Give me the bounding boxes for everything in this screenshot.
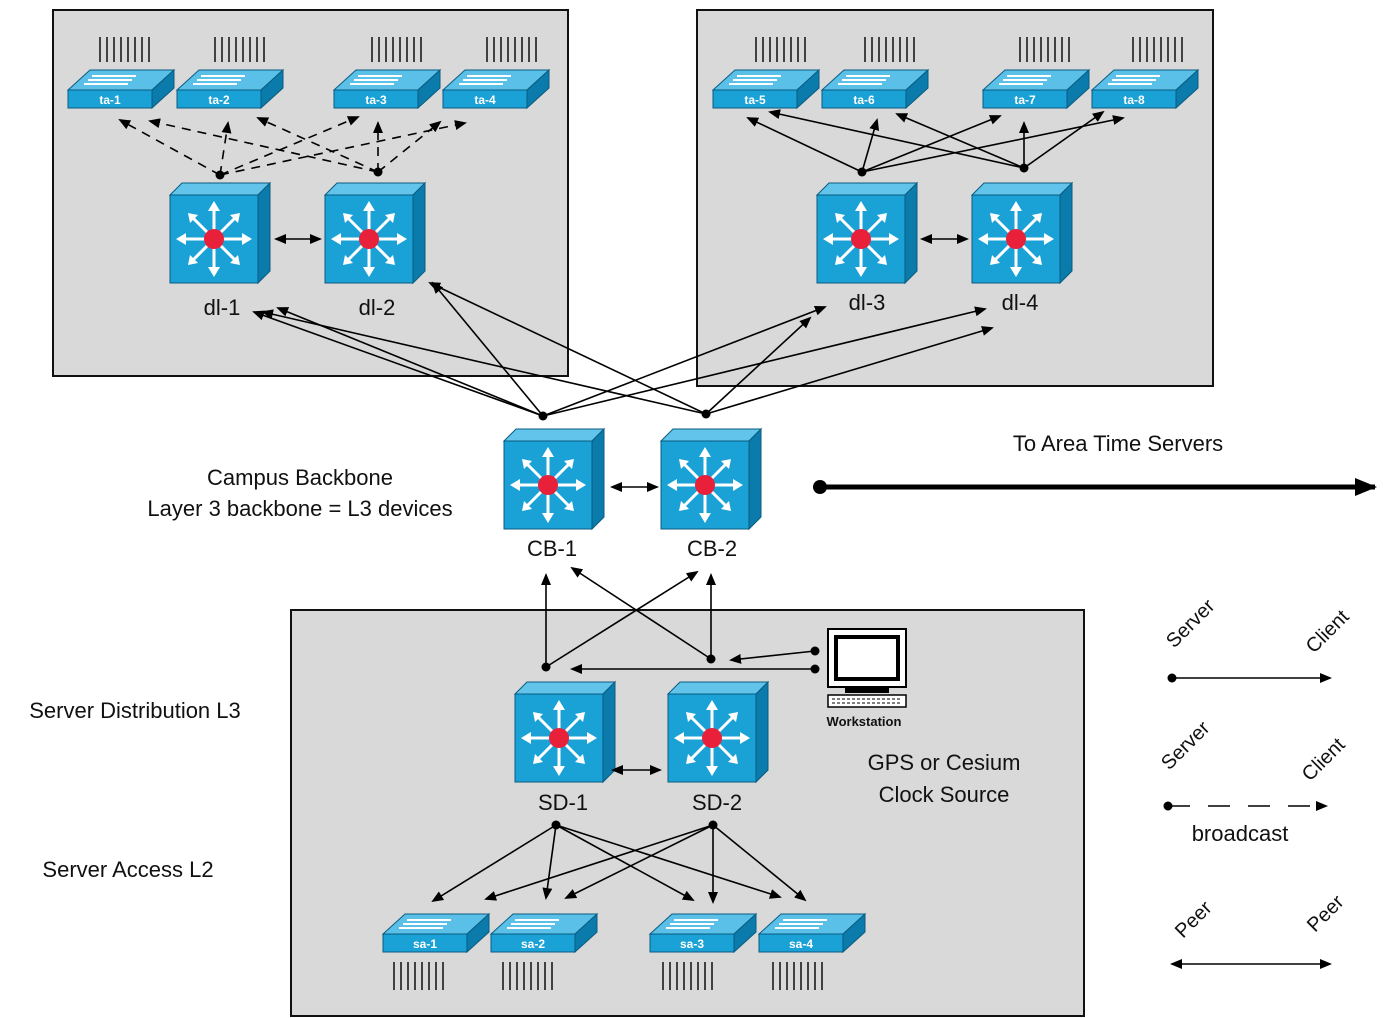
access-switches-top-right: ta-5 ta-6 ta-7 ta-8 (712, 37, 1199, 109)
server-distribution-uplinks (541, 566, 820, 674)
campus-backbone-label: Campus Backbone (207, 465, 393, 490)
distribution-switches-top-right: dl-3 dl-4 (815, 181, 1074, 315)
legend: Server Client Server Client broadcast Pe… (1157, 595, 1354, 969)
label-dl-3: dl-3 (849, 290, 886, 315)
legend-client-label: Client (1302, 606, 1354, 658)
switch-sd-2 (666, 680, 770, 784)
distribution-switches-top-left: dl-1 dl-2 (168, 181, 427, 320)
area-time-servers-link: To Area Time Servers (813, 431, 1377, 496)
area-time-servers-label: To Area Time Servers (1013, 431, 1223, 456)
svg-text:sa-2: sa-2 (521, 937, 545, 951)
label-dl-4: dl-4 (1002, 290, 1039, 315)
access-switches-top-left: ta-1 ta-2 ta-3 ta-4 (67, 37, 550, 109)
switch-sa-1: sa-1 (382, 913, 490, 953)
svg-text:ta-3: ta-3 (365, 93, 387, 107)
svg-text:sa-3: sa-3 (680, 937, 704, 951)
area-top-right (696, 9, 1214, 387)
port-lines (393, 962, 823, 990)
switch-ta-7: ta-7 (982, 69, 1090, 109)
switch-ta-1: ta-1 (67, 69, 175, 109)
server-distribution-switches: SD-1 SD-2 (513, 680, 770, 815)
layer3-backbone-label: Layer 3 backbone = L3 devices (147, 496, 452, 521)
switch-ta-5: ta-5 (712, 69, 820, 109)
backbone-switches: CB-1 CB-2 (502, 427, 763, 561)
legend-bcast-server-label: Server (1157, 717, 1214, 774)
legend-peer: Peer Peer (1170, 891, 1349, 969)
switch-ta-8: ta-8 (1091, 69, 1199, 109)
port-lines (755, 37, 1183, 62)
switch-sa-2: sa-2 (490, 913, 598, 953)
switch-sa-3: sa-3 (649, 913, 757, 953)
switch-dl-2 (323, 181, 427, 285)
svg-text:ta-4: ta-4 (474, 93, 496, 107)
legend-peer-right-label: Peer (1303, 891, 1349, 937)
backbone-to-distribution-links (252, 281, 994, 421)
label-sd-2: SD-2 (692, 790, 742, 815)
switch-dl-3 (815, 181, 919, 285)
workstation-label: Workstation (827, 714, 902, 729)
svg-text:sa-4: sa-4 (789, 937, 813, 951)
clock-source-line2: Clock Source (879, 782, 1010, 807)
svg-text:ta-5: ta-5 (744, 93, 766, 107)
legend-server-label: Server (1162, 595, 1219, 652)
clock-source-line1: GPS or Cesium (868, 750, 1021, 775)
server-access-switches: sa-1 sa-2 sa-3 sa-4 (382, 913, 866, 990)
label-cb-2: CB-2 (687, 536, 737, 561)
switch-sd-1 (513, 680, 617, 784)
area-server-farm (290, 609, 1085, 1017)
port-lines (99, 37, 537, 62)
switch-cb-2 (659, 427, 763, 531)
svg-text:ta-6: ta-6 (853, 93, 875, 107)
switch-dl-4 (970, 181, 1074, 285)
svg-text:ta-8: ta-8 (1123, 93, 1145, 107)
svg-text:ta-1: ta-1 (99, 93, 121, 107)
svg-text:ta-7: ta-7 (1014, 93, 1036, 107)
workstation-icon: Workstation (827, 628, 907, 729)
switch-cb-1 (502, 427, 606, 531)
server-access-links (431, 820, 807, 904)
server-distribution-label: Server Distribution L3 (29, 698, 241, 723)
label-sd-1: SD-1 (538, 790, 588, 815)
legend-broadcast-caption: broadcast (1192, 821, 1289, 846)
switch-ta-3: ta-3 (333, 69, 441, 109)
legend-broadcast: Server Client broadcast (1157, 717, 1350, 846)
switch-ta-6: ta-6 (821, 69, 929, 109)
server-access-label: Server Access L2 (42, 857, 213, 882)
broadcast-links-top-left (118, 116, 467, 244)
server-client-links-top-right (746, 109, 1125, 244)
label-cb-1: CB-1 (527, 536, 577, 561)
label-dl-1: dl-1 (204, 295, 241, 320)
switch-sa-4: sa-4 (758, 913, 866, 953)
label-dl-2: dl-2 (359, 295, 396, 320)
svg-text:sa-1: sa-1 (413, 937, 437, 951)
legend-bcast-client-label: Client (1298, 734, 1350, 786)
legend-peer-left-label: Peer (1171, 897, 1217, 943)
legend-server-client: Server Client (1162, 595, 1354, 683)
svg-text:ta-2: ta-2 (208, 93, 230, 107)
switch-ta-4: ta-4 (442, 69, 550, 109)
switch-dl-1 (168, 181, 272, 285)
switch-ta-2: ta-2 (176, 69, 284, 109)
